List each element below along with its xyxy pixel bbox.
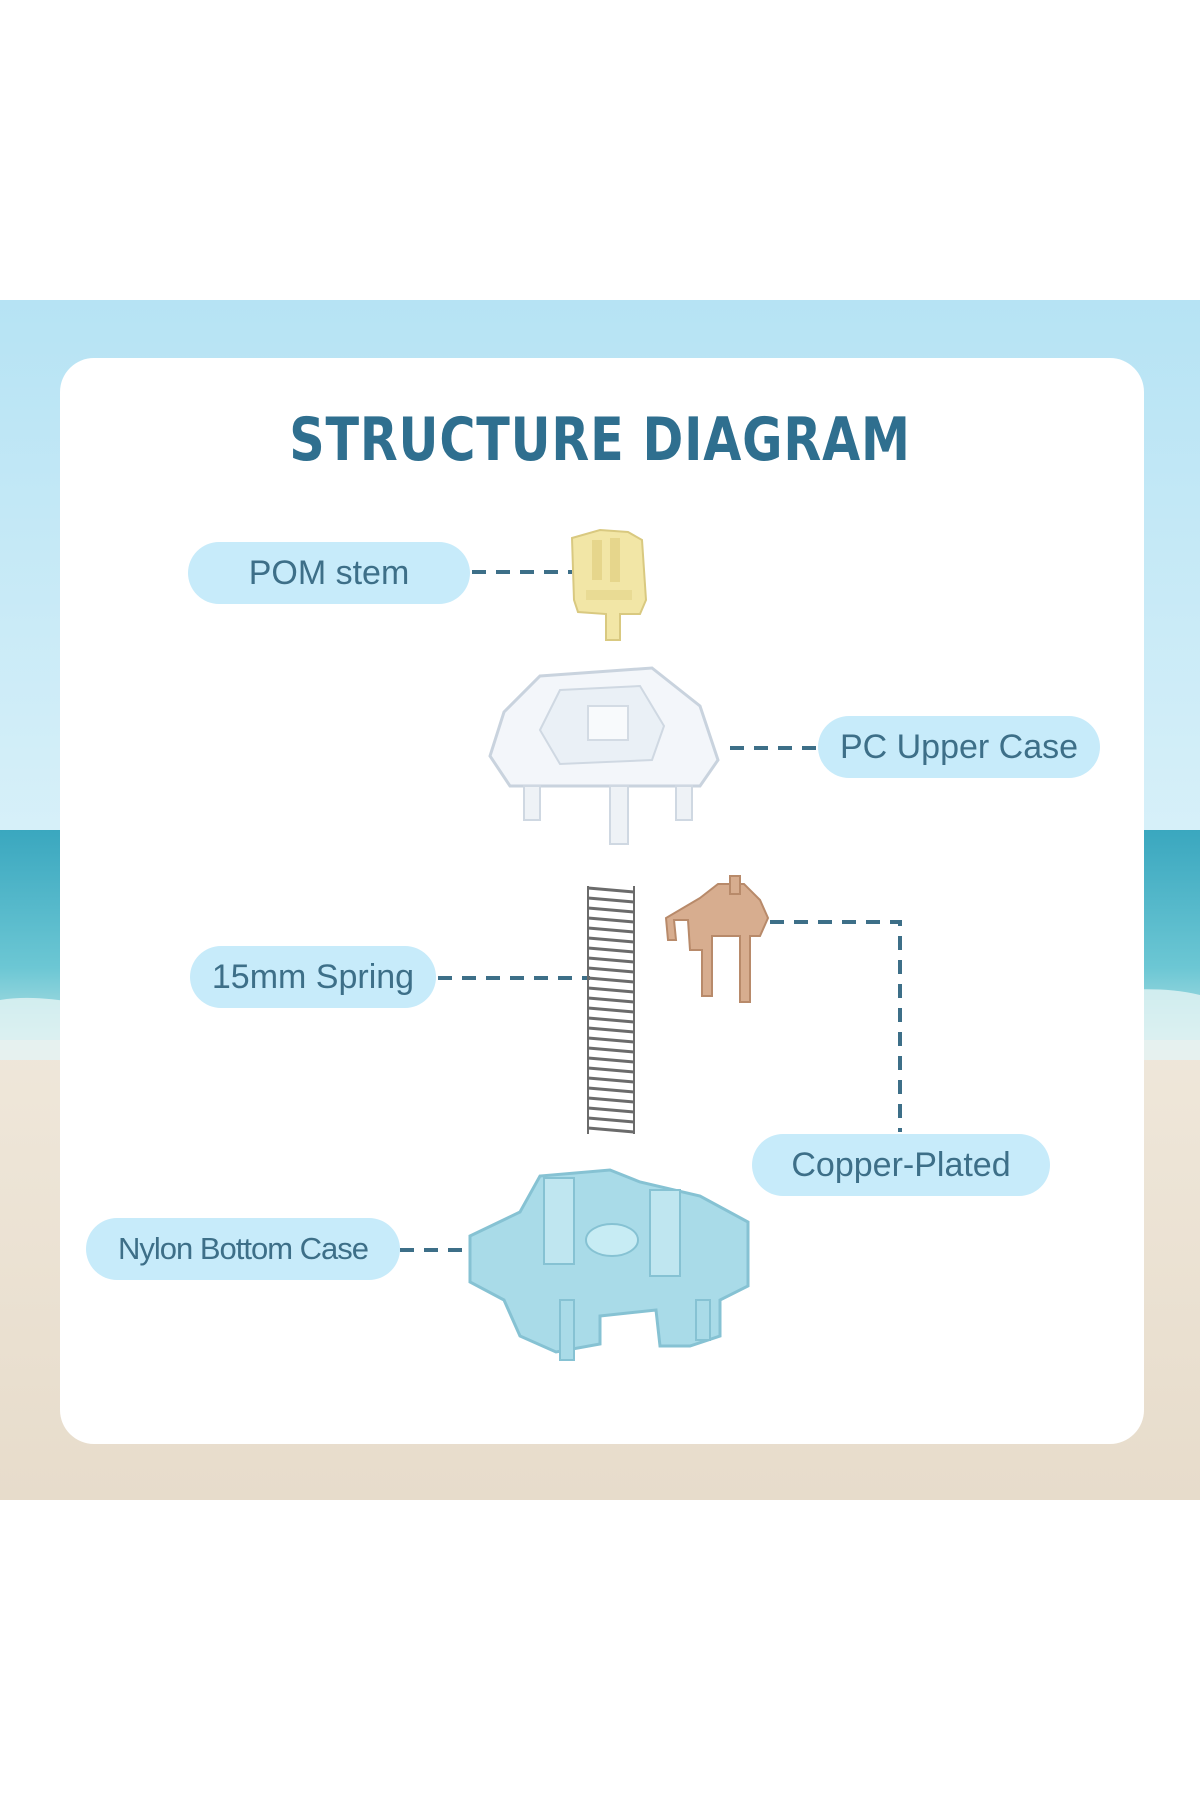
leader-copper xyxy=(770,920,902,1132)
bottom-case-icon xyxy=(468,1168,750,1361)
spring-icon xyxy=(587,886,635,1134)
label-spring: 15mm Spring xyxy=(190,946,436,1008)
label-pom-stem: POM stem xyxy=(188,542,470,604)
label-copper-plated: Copper-Plated xyxy=(752,1134,1050,1196)
upper-case-icon xyxy=(488,666,720,845)
label-pc-upper-case: PC Upper Case xyxy=(818,716,1100,778)
page-title: STRUCTURE DIAGRAM xyxy=(289,405,911,475)
copper-contact-icon xyxy=(664,875,770,1003)
leader-lines xyxy=(400,570,902,1252)
pom-stem-icon xyxy=(570,528,648,641)
label-nylon-bottom-case: Nylon Bottom Case xyxy=(86,1218,400,1280)
